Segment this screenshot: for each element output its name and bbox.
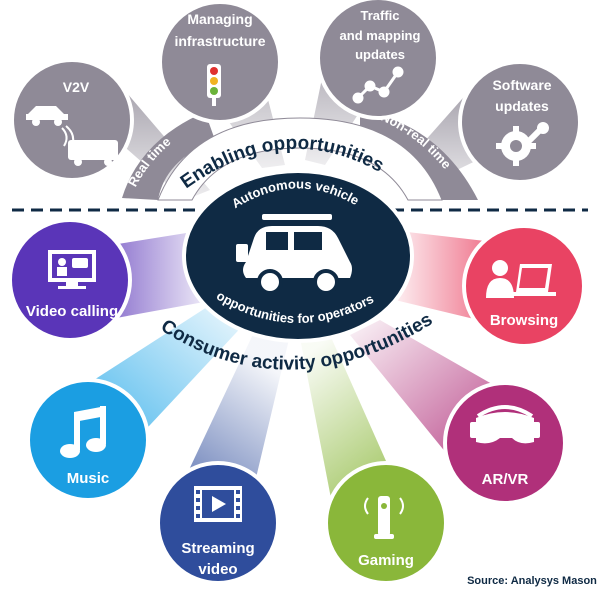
node-music: Music <box>26 378 150 502</box>
v2v-label: V2V <box>63 79 90 95</box>
gears-wrench-icon <box>496 122 549 166</box>
traffic-label-3: updates <box>355 47 405 62</box>
traffic-label-1: Traffic <box>360 8 399 23</box>
node-software: Software updates <box>458 60 582 184</box>
node-arvr: AR/VR <box>443 381 567 505</box>
center-node: Autonomous vehicle opportunities for ope… <box>182 169 414 343</box>
film-play-icon <box>194 486 242 522</box>
node-gaming: Gaming <box>324 461 448 585</box>
node-infra: Managing infrastructure <box>158 0 282 124</box>
enabling-arc-white <box>157 117 443 201</box>
music-label: Music <box>67 470 110 487</box>
traffic-label-2: and mapping <box>340 28 421 43</box>
video-call-icon <box>48 250 96 289</box>
node-streaming: Streaming video <box>156 461 280 585</box>
music-note-icon <box>60 406 106 458</box>
software-label-2: updates <box>495 98 549 114</box>
vr-headset-icon <box>470 405 540 444</box>
non-real-time-band <box>360 110 478 200</box>
node-v2v: V2V <box>10 58 134 182</box>
vehicle-bus-icon <box>26 106 118 166</box>
game-controller-icon <box>364 496 404 539</box>
browsing-label: Browsing <box>490 312 558 329</box>
time-arc: Real time Non-real time <box>122 109 478 201</box>
streaming-label-1: Streaming <box>181 540 254 557</box>
source-note: Source: Analysys Mason <box>467 575 597 587</box>
node-traffic: Traffic and mapping updates <box>316 0 440 120</box>
node-video: Video calling <box>8 218 132 342</box>
route-map-icon <box>352 66 404 104</box>
laptop-user-icon <box>486 260 556 298</box>
traffic-light-icon <box>207 64 221 106</box>
arvr-label: AR/VR <box>482 471 529 488</box>
software-label-1: Software <box>492 77 551 93</box>
node-browsing: Browsing <box>462 224 586 348</box>
infra-label-2: infrastructure <box>174 33 265 49</box>
car-icon <box>236 214 352 295</box>
video-label: Video calling <box>26 303 118 320</box>
gaming-label: Gaming <box>358 552 414 569</box>
real-time-band <box>122 112 215 200</box>
infra-label-1: Managing <box>187 11 252 27</box>
streaming-label-2: video <box>198 561 237 578</box>
